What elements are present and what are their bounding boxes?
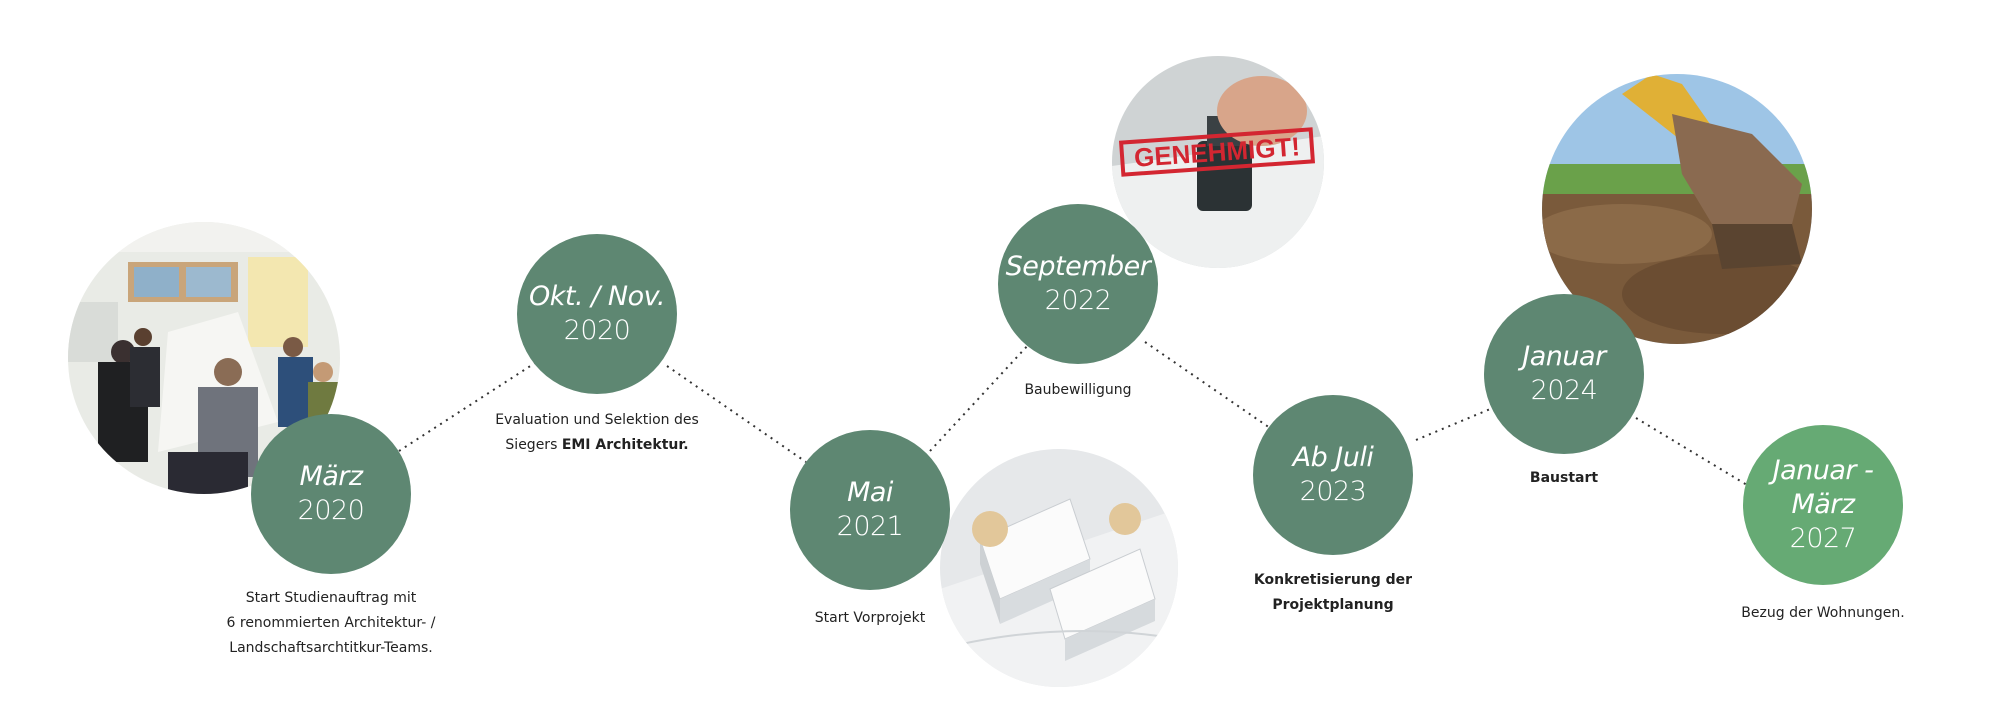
milestone-month: Ab Juli	[1292, 442, 1374, 473]
connector-5	[1415, 406, 1496, 441]
milestone-month: Januar - März	[1772, 455, 1874, 520]
milestone-januar-2024: Januar 2024	[1484, 294, 1644, 454]
approval-stamp-photo: GENEHMIGT!	[1112, 56, 1324, 268]
milestone-month: Januar	[1522, 341, 1606, 372]
caption-text: Siegers	[505, 437, 562, 453]
connector-4	[1144, 341, 1271, 429]
milestone-mai-2021: Mai 2021	[790, 430, 950, 590]
caption-line: Baustart	[1529, 470, 1599, 486]
caption-september-2022: Baubewilligung	[978, 378, 1178, 403]
caption-januar-maerz-2027: Bezug der Wohnungen.	[1703, 601, 1943, 626]
architect-name: EMI Architektur.	[561, 437, 689, 453]
meeting-photo	[68, 222, 340, 494]
connector-1	[398, 362, 536, 452]
caption-januar-2024: Baustart	[1464, 466, 1664, 491]
milestone-september-2022: September 2022	[998, 204, 1158, 364]
milestone-year: 2022	[1044, 285, 1112, 316]
milestone-year: 2020	[563, 315, 631, 346]
caption-line: Start Vorprojekt	[814, 610, 926, 626]
milestone-year: 2027	[1789, 523, 1857, 554]
milestone-year: 2023	[1299, 476, 1367, 507]
milestone-month: Okt. / Nov.	[529, 281, 665, 312]
milestone-okt-nov-2020: Okt. / Nov. 2020	[517, 234, 677, 394]
caption-line: Baubewilligung	[1024, 382, 1132, 398]
architecture-model-photo	[940, 449, 1178, 687]
caption-line: Projektplanung	[1272, 597, 1394, 613]
caption-line: Start Studienauftrag mit	[245, 590, 417, 606]
excavator-photo	[1542, 74, 1812, 344]
connector-6	[1635, 417, 1753, 489]
caption-line: Evaluation und Selektion des	[495, 412, 699, 428]
caption-line: Siegers EMI Architektur.	[447, 433, 747, 458]
milestone-month: März	[299, 461, 363, 492]
caption-line: 6 renommierten Architektur- /	[226, 615, 436, 631]
milestone-year: 2024	[1530, 375, 1598, 406]
connector-2	[666, 365, 807, 463]
caption-maerz-2020: Start Studienauftrag mit 6 renommierten …	[181, 586, 481, 661]
caption-mai-2021: Start Vorprojekt	[770, 606, 970, 631]
caption-ab-juli-2023: Konkretisierung der Projektplanung	[1233, 568, 1433, 618]
milestone-month: Mai	[847, 477, 893, 508]
milestone-month: September	[1005, 251, 1151, 282]
milestone-ab-juli-2023: Ab Juli 2023	[1253, 395, 1413, 555]
caption-line: Konkretisierung der	[1253, 572, 1413, 588]
milestone-year: 2021	[836, 511, 904, 542]
milestone-januar-maerz-2027: Januar - März 2027	[1743, 425, 1903, 585]
caption-line: Bezug der Wohnungen.	[1741, 605, 1905, 621]
caption-okt-nov-2020: Evaluation und Selektion des Siegers EMI…	[447, 408, 747, 458]
caption-line: Landschaftsarchtitkur-Teams.	[229, 640, 433, 656]
milestone-year: 2020	[297, 495, 365, 526]
milestone-maerz-2020: März 2020	[251, 414, 411, 574]
